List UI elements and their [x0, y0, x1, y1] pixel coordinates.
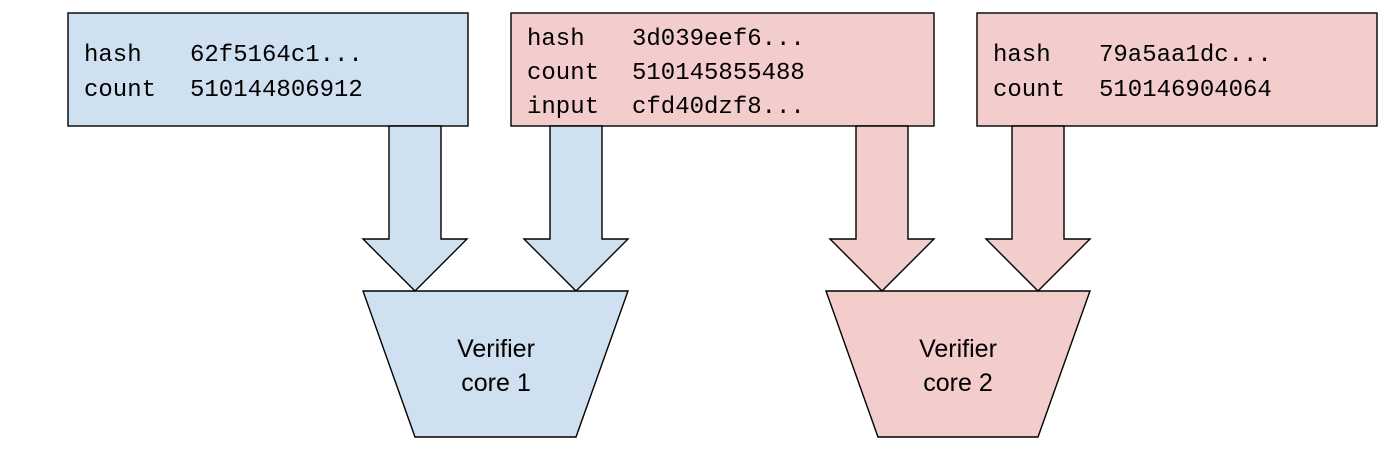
- data-box-2-line-3-key: input: [527, 94, 599, 121]
- verifier-core-1: Verifier core 1: [362, 290, 629, 438]
- data-box-3-line-2-key: count: [993, 77, 1065, 104]
- verifier-core-1-label-line-1: Verifier: [457, 335, 535, 363]
- data-box-3-line-1: hash 79a5aa1dc...: [993, 42, 1272, 69]
- data-box-2-line-2: count 510145855488: [527, 60, 805, 87]
- data-box-3-background: [976, 12, 1378, 127]
- arrow-down-icon: [828, 125, 936, 292]
- data-box-1-line-2-value: 510144806912: [190, 77, 363, 104]
- verifier-core-2-label-line-2: core 2: [923, 369, 992, 397]
- verifier-core-1-trapezoid: [362, 290, 629, 438]
- data-box-1-line-2: count 510144806912: [84, 77, 363, 104]
- data-box-2-line-1: hash 3d039eef6...: [527, 26, 805, 53]
- data-box-1-line-1-key: hash: [84, 42, 142, 69]
- arrow-down-icon: [984, 125, 1092, 292]
- data-box-1-line-1-value: 62f5164c1...: [190, 42, 363, 69]
- data-box-2-line-1-value: 3d039eef6...: [632, 26, 805, 53]
- data-box-2-line-3-value: cfd40dzf8...: [632, 94, 805, 121]
- data-box-2: hash 3d039eef6... count 510145855488 input…: [510, 12, 935, 127]
- data-box-3: hash 79a5aa1dc... count 510146904064: [976, 12, 1378, 127]
- data-box-3-line-1-value: 79a5aa1dc...: [1099, 42, 1272, 69]
- verifier-core-2-trapezoid: [825, 290, 1091, 438]
- data-box-2-line-3: input cfd40dzf8...: [527, 94, 805, 121]
- data-box-3-line-2: count 510146904064: [993, 77, 1272, 104]
- verifier-core-2-label-line-1: Verifier: [919, 335, 997, 363]
- data-box-2-background: [510, 12, 935, 127]
- verifier-core-2: Verifier core 2: [825, 290, 1091, 438]
- data-box-3-line-2-value: 510146904064: [1099, 77, 1272, 104]
- data-box-1-line-2-key: count: [84, 77, 156, 104]
- data-box-2-line-2-key: count: [527, 60, 599, 87]
- data-box-1-line-1: hash 62f5164c1...: [84, 42, 363, 69]
- verifier-core-1-label-line-2: core 1: [461, 369, 530, 397]
- arrow-down-icon: [361, 125, 469, 292]
- data-box-1: hash 62f5164c1... count 510144806912: [67, 12, 469, 127]
- arrow-down-icon: [522, 125, 630, 292]
- data-box-2-line-2-value: 510145855488: [632, 60, 805, 87]
- data-box-3-line-1-key: hash: [993, 42, 1051, 69]
- data-box-2-line-1-key: hash: [527, 26, 585, 53]
- data-box-1-background: [67, 12, 469, 127]
